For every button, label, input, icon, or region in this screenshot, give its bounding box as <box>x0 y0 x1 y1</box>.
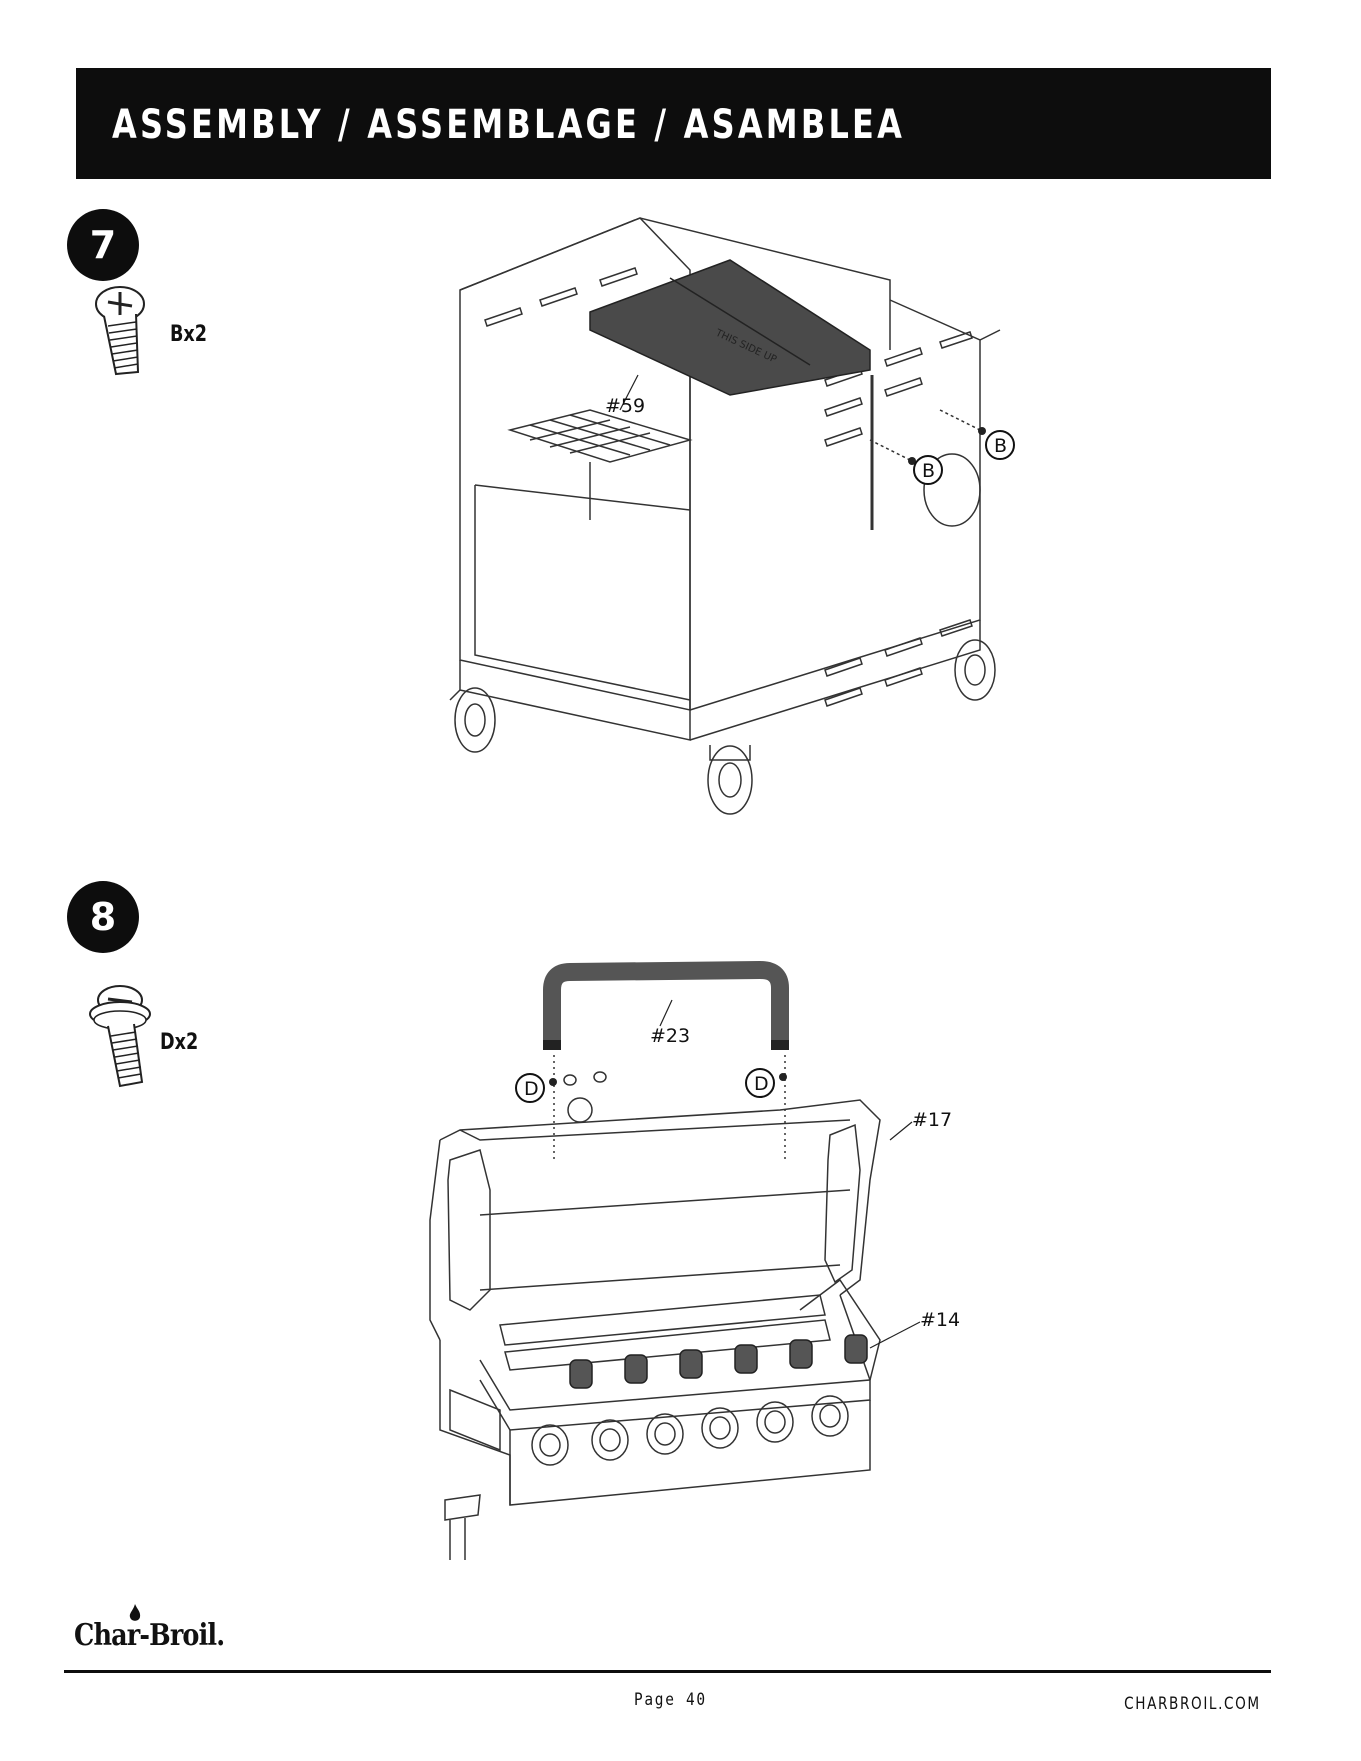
brand-logo: Char-Broil. <box>74 1618 224 1653</box>
step-8-grill-diagram: #23 <box>420 960 1040 1560</box>
screw-d-callout-1: D <box>524 1078 539 1100</box>
step-7-badge: 7 <box>67 209 139 281</box>
website-link[interactable]: CHARBROIL.COM <box>1124 1694 1261 1714</box>
screw-b-callout-1: B <box>922 460 935 482</box>
part-23-callout: #23 <box>650 1025 690 1047</box>
screw-d-icon <box>80 982 170 1102</box>
footer-divider <box>64 1670 1271 1673</box>
section-banner: ASSEMBLY / ASSEMBLAGE / ASAMBLEA <box>76 68 1271 179</box>
part-59-callout: #59 <box>605 395 645 417</box>
step-8-quantity: Dx2 <box>160 1030 198 1055</box>
screw-d-callout-2: D <box>754 1073 769 1095</box>
step-7-quantity: Bx2 <box>170 322 207 347</box>
part-14-callout: #14 <box>920 1309 960 1331</box>
screw-b-callout-2: B <box>994 435 1007 457</box>
page-number: Page 40 <box>634 1690 707 1710</box>
step-8-badge: 8 <box>67 881 139 953</box>
step-7-cart-diagram: THIS SIDE UP #59 B B <box>440 200 1030 860</box>
section-title: ASSEMBLY / ASSEMBLAGE / ASAMBLEA <box>112 102 905 148</box>
screw-b-icon <box>82 282 172 392</box>
part-17-callout: #17 <box>912 1109 952 1131</box>
